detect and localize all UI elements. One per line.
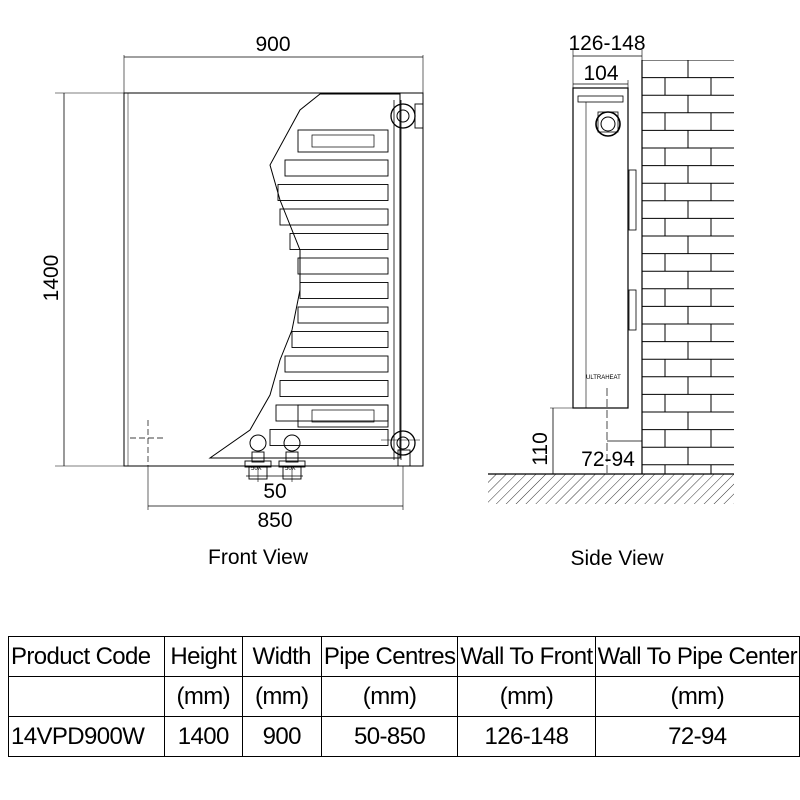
unit-width: (mm) (241, 676, 322, 717)
cutaway-region (208, 93, 401, 459)
side-view-caption: Side View (570, 547, 664, 570)
unit-wall-to-pipe-center: (mm) (594, 676, 800, 717)
radiator-outline (123, 92, 424, 467)
convector-fin (279, 208, 389, 226)
dim-wall-to-front-label: 126-148 (568, 32, 645, 55)
valve-label-right: 50X (285, 466, 296, 472)
convector-fin (299, 282, 389, 299)
side-view (488, 50, 734, 504)
dim-width-label: 900 (255, 33, 290, 56)
unit-height: (mm) (163, 676, 243, 717)
cell-product-code: 14VPD900W (8, 716, 165, 757)
header-product-code: Product Code (8, 636, 165, 677)
unit-product-code (8, 676, 165, 717)
header-pipe-centres: Pipe Centres (320, 636, 459, 677)
brick-wall (642, 60, 734, 474)
header-width: Width (241, 636, 322, 677)
spec-table: Product Code Height Width Pipe Centres W… (8, 636, 800, 757)
convector-fin (269, 429, 389, 446)
header-height: Height (163, 636, 243, 677)
unit-pipe-centres: (mm) (320, 676, 459, 717)
table-units-row: (mm) (mm) (mm) (mm) (mm) (8, 676, 800, 717)
technical-drawing: 900 1400 50X 50X 50 850 Front View (40, 32, 734, 570)
convector-fin (277, 184, 389, 201)
front-view (55, 55, 424, 510)
cell-pipe-centres: 50-850 (320, 716, 459, 757)
cell-wall-to-front: 126-148 (457, 716, 596, 757)
cell-wall-to-pipe-center: 72-94 (594, 716, 800, 757)
convector-fin (279, 380, 389, 397)
convector-fin (284, 159, 389, 177)
convector-fin (284, 355, 389, 373)
header-wall-to-front: Wall To Front (457, 636, 596, 677)
dim-height-label: 1400 (40, 255, 63, 302)
front-view-caption: Front View (208, 546, 309, 569)
convector-fin (297, 306, 389, 324)
dim-wall-to-pipe-label: 72-94 (581, 448, 635, 471)
radiator-side (572, 87, 629, 409)
dim-pipe-min-label: 50 (263, 480, 286, 503)
header-wall-to-pipe-center: Wall To Pipe Center (594, 636, 800, 677)
valve-label-left: 50X (251, 466, 262, 472)
convector-fin (291, 331, 389, 348)
convector-fin (289, 233, 389, 250)
cell-height: 1400 (163, 716, 243, 757)
dim-floor-height-label: 110 (529, 432, 552, 465)
unit-wall-to-front: (mm) (457, 676, 596, 717)
brand-label: ULTRAHEAT (586, 375, 621, 381)
cell-width: 900 (241, 716, 322, 757)
convector-fin (297, 257, 389, 275)
table-row: 14VPD900W 1400 900 50-850 126-148 72-94 (8, 716, 800, 757)
table-header-row: Product Code Height Width Pipe Centres W… (8, 636, 800, 677)
floor-hatch (488, 474, 734, 504)
dim-pipe-max-label: 850 (257, 509, 292, 532)
dim-depth-label: 104 (583, 62, 618, 85)
